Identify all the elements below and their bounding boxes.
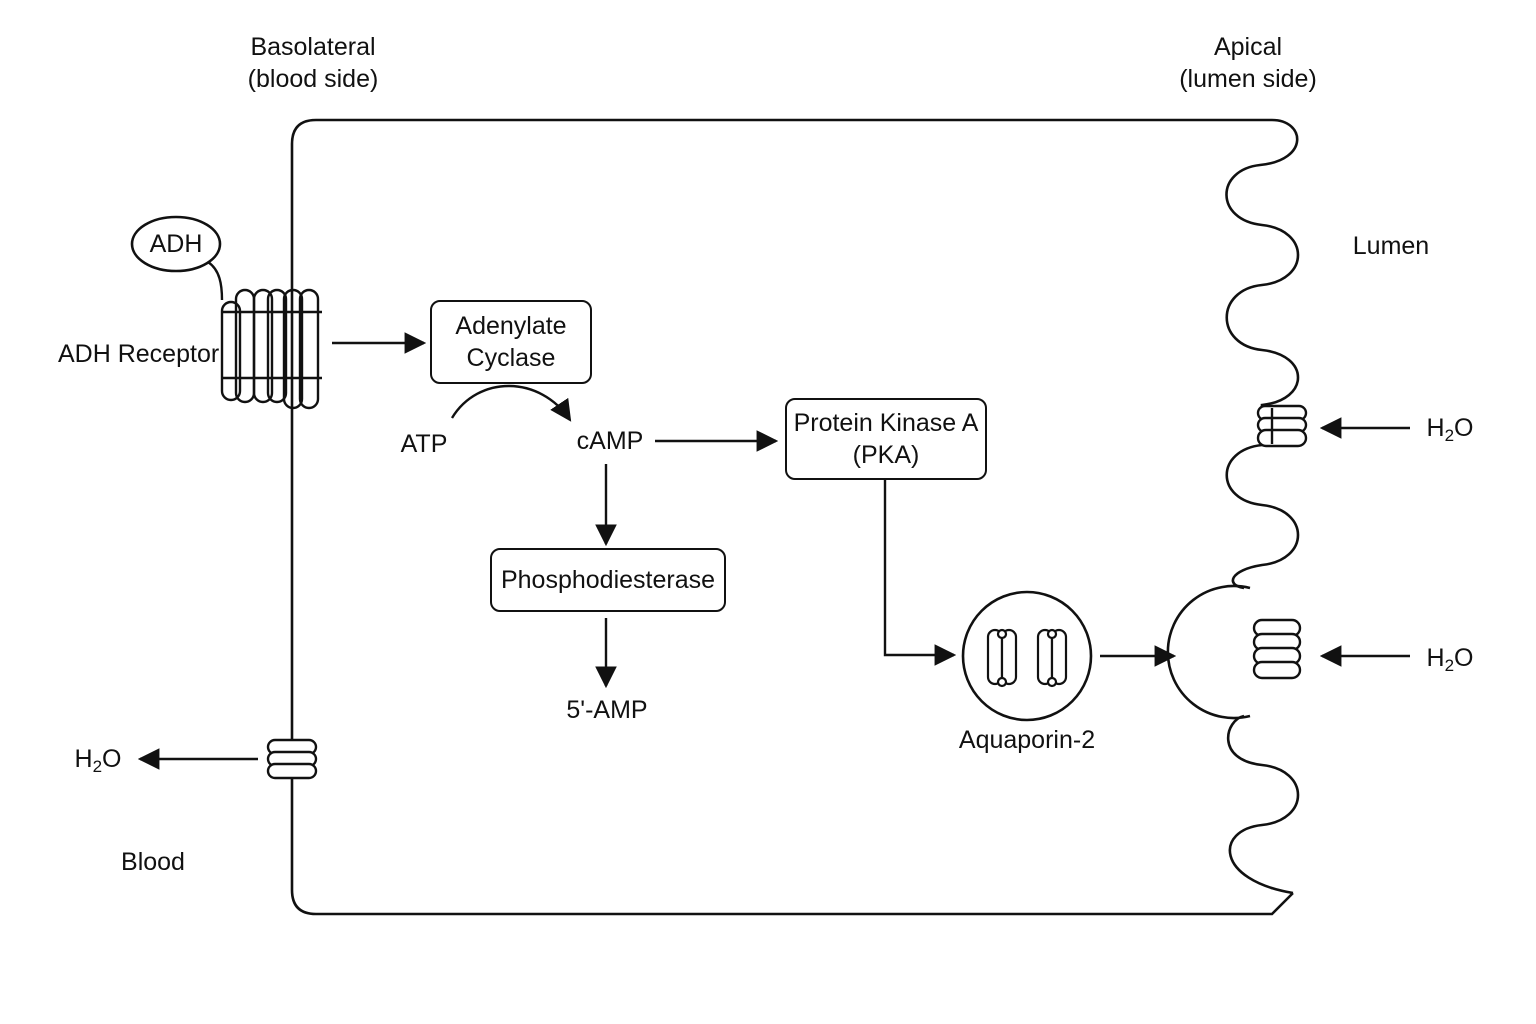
pka-line2: (PKA) bbox=[852, 441, 920, 469]
fusing-vesicle bbox=[1166, 584, 1251, 720]
apical-heading-line2: (lumen side) bbox=[1179, 65, 1317, 93]
phosphodiesterase-label: Phosphodiesterase bbox=[500, 566, 716, 594]
adenylate-cyclase-line2: Cyclase bbox=[466, 344, 556, 372]
phosphodiesterase-box: Phosphodiesterase bbox=[490, 548, 726, 612]
adh-ligand bbox=[130, 215, 222, 273]
adenylate-cyclase-box: Adenylate Cyclase bbox=[430, 300, 592, 384]
water-label-apical-upper: H2O bbox=[1426, 414, 1474, 445]
arrow-pka-to-vesicle bbox=[883, 480, 957, 666]
apical-aquaporin-upper bbox=[1256, 404, 1308, 448]
basolateral-heading: Basolateral (blood side) bbox=[213, 31, 413, 95]
atp-label: ATP bbox=[400, 430, 448, 458]
adenylate-cyclase-line1: Adenylate bbox=[455, 312, 567, 340]
camp-label: cAMP bbox=[576, 427, 644, 455]
vesicle-aquaporin-channels bbox=[986, 628, 1068, 688]
basolateral-heading-line2: (blood side) bbox=[247, 65, 379, 93]
basolateral-aquaporin bbox=[266, 738, 318, 780]
apical-heading: Apical (lumen side) bbox=[1148, 31, 1348, 95]
apical-heading-line1: Apical bbox=[1213, 33, 1283, 61]
adh-receptor-label: ADH Receptor bbox=[58, 340, 220, 368]
arrow-atp-to-camp bbox=[450, 384, 572, 422]
aquaporin-vesicle bbox=[961, 590, 1093, 722]
water-label-apical-lower: H2O bbox=[1426, 644, 1474, 675]
pka-box: Protein Kinase A (PKA) bbox=[785, 398, 987, 480]
lumen-label: Lumen bbox=[1352, 232, 1430, 260]
blood-label: Blood bbox=[121, 848, 185, 876]
adh-receptor bbox=[220, 288, 322, 410]
cell-membrane bbox=[290, 118, 1300, 916]
water-label-blood: H2O bbox=[74, 745, 122, 776]
five-amp-label: 5'-AMP bbox=[566, 696, 648, 724]
basolateral-heading-line1: Basolateral bbox=[250, 33, 376, 61]
adh-label: ADH bbox=[149, 230, 203, 258]
apical-aquaporin-lower bbox=[1252, 618, 1302, 680]
pka-line1: Protein Kinase A bbox=[793, 409, 979, 437]
aquaporin-label: Aquaporin-2 bbox=[958, 726, 1096, 754]
adh-tether bbox=[207, 261, 224, 301]
